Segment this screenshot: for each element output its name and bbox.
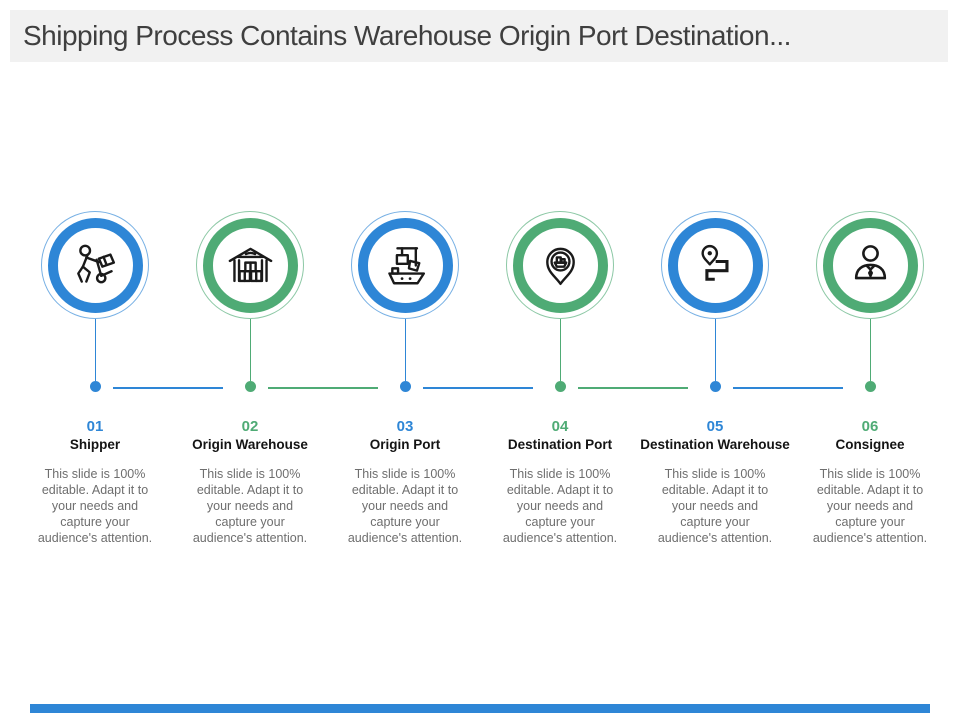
step-label: Consignee: [835, 437, 905, 452]
step-circle: [41, 211, 149, 319]
step-destination-port: 04 Destination Port This slide is 100% e…: [485, 211, 635, 546]
timeline-segment-3: [423, 387, 533, 389]
ship-location-pin-icon: [533, 238, 588, 293]
timeline-segment-1: [113, 387, 223, 389]
connector-vertical: [869, 319, 871, 381]
step-number: 01: [86, 418, 104, 435]
step-destination-warehouse: 05 Destination Warehouse This slide is 1…: [640, 211, 790, 546]
step-number: 03: [396, 418, 414, 435]
step-number: 02: [241, 418, 259, 435]
step-label: Destination Port: [507, 437, 613, 452]
connector-vertical: [714, 319, 716, 381]
connector-vertical: [94, 319, 96, 381]
hand-truck-shipper-icon: [68, 238, 123, 293]
step-description: This slide is 100% editable. Adapt it to…: [347, 467, 463, 545]
step-circle: [196, 211, 304, 319]
timeline-segment-2: [268, 387, 378, 389]
timeline-dot: [709, 381, 721, 392]
step-origin-port: 03 Origin Port This slide is 100% editab…: [330, 211, 480, 546]
process-steps-row: 01 Shipper This slide is 100% editable. …: [20, 211, 945, 546]
port-crane-ship-icon: [378, 238, 433, 293]
connector-vertical: [559, 319, 561, 381]
step-circle: [816, 211, 924, 319]
timeline-segment-5: [733, 387, 843, 389]
step-label: Shipper: [69, 437, 121, 452]
step-origin-warehouse: 02 Origin Warehouse This slide is 100% e…: [175, 211, 325, 546]
step-description: This slide is 100% editable. Adapt it to…: [502, 467, 618, 545]
timeline-segment-4: [578, 387, 688, 389]
step-consignee: 06 Consignee This slide is 100% editable…: [795, 211, 945, 546]
step-shipper: 01 Shipper This slide is 100% editable. …: [20, 211, 170, 546]
connector-vertical: [404, 319, 406, 381]
step-number: 04: [551, 418, 569, 435]
timeline-dot: [399, 381, 411, 392]
step-label: Origin Port: [369, 437, 441, 452]
person-tie-icon: [843, 238, 898, 293]
timeline-dot: [864, 381, 876, 392]
title-bar: Shipping Process Contains Warehouse Orig…: [10, 10, 948, 62]
route-pin-icon: [688, 238, 743, 293]
step-circle: [661, 211, 769, 319]
step-number: 06: [861, 418, 879, 435]
step-description: This slide is 100% editable. Adapt it to…: [812, 467, 928, 545]
step-description: This slide is 100% editable. Adapt it to…: [657, 467, 773, 545]
step-circle: [506, 211, 614, 319]
connector-vertical: [249, 319, 251, 381]
step-number: 05: [706, 418, 724, 435]
step-circle: [351, 211, 459, 319]
warehouse-icon: [223, 238, 278, 293]
step-description: This slide is 100% editable. Adapt it to…: [192, 467, 308, 545]
footer-accent-bar: [30, 704, 930, 713]
step-description: This slide is 100% editable. Adapt it to…: [37, 467, 153, 545]
timeline-dot: [89, 381, 101, 392]
slide-title: Shipping Process Contains Warehouse Orig…: [23, 20, 791, 51]
timeline-dot: [554, 381, 566, 392]
timeline-dot: [244, 381, 256, 392]
step-label: Destination Warehouse: [640, 437, 790, 452]
step-label: Origin Warehouse: [192, 437, 308, 452]
